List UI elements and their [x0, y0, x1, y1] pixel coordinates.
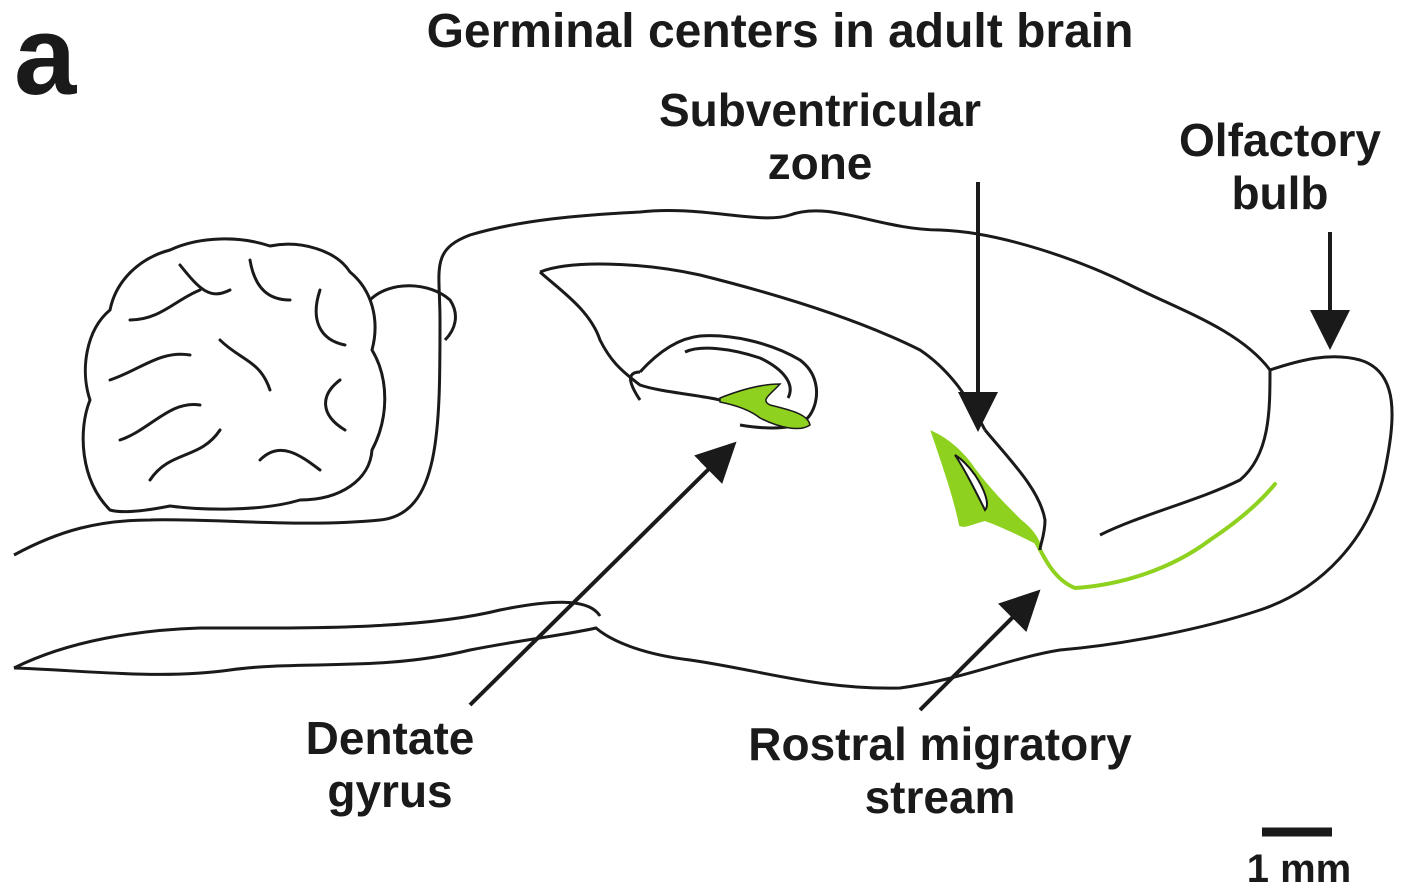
brainstem-inner-line — [14, 602, 600, 668]
olfactory-bulb-boundary — [1100, 370, 1270, 535]
arrow-dentate-gyrus — [470, 450, 728, 705]
rms-green-stream — [1035, 484, 1275, 588]
arrow-rostral-migratory-stream — [920, 598, 1032, 710]
brain-outer-outline — [14, 210, 1392, 688]
cerebellum-outline — [83, 239, 385, 512]
midbrain-outline — [370, 286, 455, 340]
cerebellum-folia — [110, 260, 345, 480]
svz-green-region — [932, 432, 1040, 545]
dentate-gyrus-green-region — [720, 384, 810, 429]
